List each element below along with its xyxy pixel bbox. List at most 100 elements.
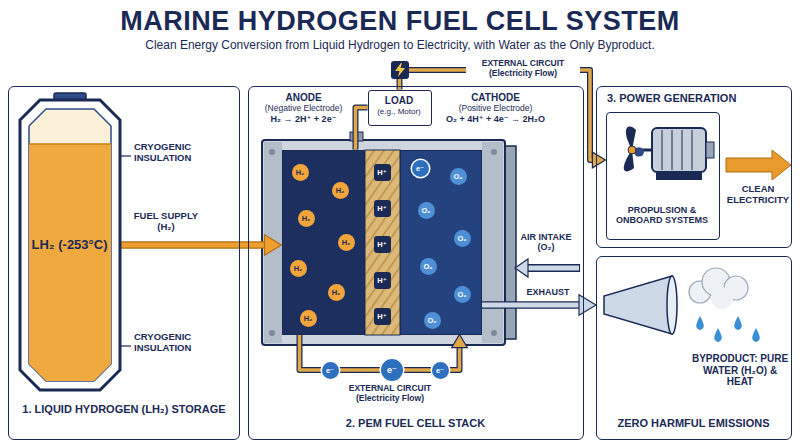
node-text: (Positive Electrode)	[459, 104, 533, 114]
node-text: O₂ + 4H⁺ + 4e⁻ → 2H₂O	[446, 114, 545, 124]
propulsion-illustration	[682, 130, 683, 170]
wire	[356, 108, 368, 150]
part-label: CRYOGENIC INSULATION	[134, 142, 214, 164]
water-drops	[714, 328, 722, 342]
cryogenic-leader	[121, 345, 131, 346]
node-text: ANODE	[285, 92, 321, 104]
air-intake-arrow	[515, 259, 528, 277]
node-text: LOAD	[385, 95, 413, 107]
wire	[120, 243, 266, 248]
proton: H⁺	[374, 164, 391, 181]
node-text: H₂ → 2H⁺ + 2e⁻	[271, 114, 337, 124]
air-intake-arrow	[526, 266, 579, 271]
load-box: LOAD(e.g., Motor)	[368, 90, 432, 126]
proton: H⁺	[374, 236, 391, 253]
propulsion-illustration	[656, 172, 702, 180]
text-group: BYPRODUCT: PURE WATER (H₂O) & HEAT	[691, 353, 789, 389]
oxygen-molecule: O₂	[418, 202, 435, 219]
part-label: CLEAN ELECTRICITY	[722, 184, 794, 206]
tank-shell	[20, 100, 120, 390]
node-text: 2. PEM FUEL CELL STACK	[346, 417, 485, 430]
oxygen-molecule: O₂	[454, 286, 471, 303]
fuel-cell-stack	[262, 140, 505, 345]
proton: H⁺	[374, 200, 391, 217]
propulsion-illustration	[706, 142, 714, 158]
wire-outline	[356, 108, 368, 150]
exhaust-nozzle	[604, 276, 677, 334]
connector-label: EXTERNAL CIRCUIT (Electricity Flow)	[328, 384, 452, 404]
cryogenic-leader	[121, 155, 131, 156]
steam-cloud	[689, 268, 748, 309]
fuel-cell-stack	[491, 149, 497, 155]
connector	[356, 108, 368, 150]
connector-label-group: FUEL SUPPLY (H₂)	[126, 211, 206, 233]
text-group: CATHODE(Positive Electrode)O₂ + 4H⁺ + 4e…	[432, 92, 560, 125]
proton: H⁺	[374, 308, 391, 325]
connector	[120, 235, 282, 255]
fuel-cell-stack	[262, 132, 516, 345]
node-text: CATHODE	[471, 92, 520, 104]
fuel-cell-stack	[264, 142, 282, 343]
arrowhead	[265, 235, 282, 255]
hydrogen-molecule: H₂	[298, 210, 315, 227]
hydrogen-tank: LH₂ (-253°C)	[20, 100, 120, 390]
part-label: AIR INTAKE (O₂)	[514, 232, 578, 253]
steam-cloud	[711, 287, 733, 309]
exhaust-nozzle	[604, 276, 672, 334]
wire	[482, 303, 581, 308]
text-group: 3. POWER GENERATION	[607, 92, 787, 106]
hydrogen-molecule: H₂	[338, 234, 355, 251]
label-group: AIR INTAKE (O₂)	[514, 232, 578, 253]
water-drops	[752, 328, 760, 342]
oxygen-molecule: O₂	[424, 312, 441, 329]
text-group: PROPULSION & ONBOARD SYSTEMS	[611, 205, 714, 226]
oxygen-molecule: O₂	[454, 230, 471, 247]
exhaust-nozzle	[667, 276, 677, 334]
label-group: CRYOGENIC INSULATION	[134, 332, 214, 354]
hydrogen-molecule: H₂	[292, 164, 309, 181]
node-text: ZERO HARMFUL EMISSIONS	[618, 417, 770, 430]
label-group: CRYOGENIC INSULATION	[134, 142, 214, 164]
title: MARINE HYDROGEN FUEL CELL SYSTEM	[120, 6, 680, 37]
connector-label: FUEL SUPPLY (H₂)	[126, 211, 206, 233]
wire-outline	[120, 241, 266, 249]
cryogenic-leader	[121, 156, 131, 346]
propulsion-illustration	[624, 127, 714, 180]
connector-label-group: EXTERNAL CIRCUIT (Electricity Flow)	[466, 59, 580, 79]
connector-label: EXHAUST	[523, 287, 572, 297]
hydrogen-molecule: H₂	[328, 284, 345, 301]
wire-outline	[482, 301, 581, 309]
label-group: CLEAN ELECTRICITY	[722, 184, 794, 206]
propulsion-illustration	[662, 130, 663, 170]
air-intake-arrow	[515, 259, 580, 277]
text-group: 1. LIQUID HYDROGEN (LH₂) STORAGE	[19, 403, 229, 417]
part-label: CRYOGENIC INSULATION	[134, 332, 214, 354]
arrowhead	[452, 335, 468, 348]
liquid-surface	[29, 143, 111, 145]
text-group: LH₂ (-253°C)	[28, 238, 112, 254]
proton: H⁺	[374, 272, 391, 289]
caption-wrap: Clean Energy Conversion from Liquid Hydr…	[0, 39, 800, 53]
node-text: (e.g., Motor)	[377, 107, 421, 116]
clean-electricity-arrow	[726, 150, 791, 180]
caption: Clean Energy Conversion from Liquid Hydr…	[145, 39, 655, 53]
node-text: BYPRODUCT: PURE WATER (H₂O) & HEAT	[691, 353, 789, 388]
hydrogen-molecule: H₂	[300, 310, 317, 327]
tank-inner	[29, 109, 111, 381]
hydrogen-molecule: H₂	[290, 260, 307, 277]
fuel-cell-stack	[269, 149, 275, 155]
propulsion-box: PROPULSION & ONBOARD SYSTEMS	[606, 112, 720, 240]
electron: e⁻	[322, 362, 339, 379]
lightning-bolt	[395, 63, 405, 77]
storage-panel: 1. LIQUID HYDROGEN (LH₂) STORAGE LH₂ (-25…	[8, 86, 240, 440]
node-text: PROPULSION & ONBOARD SYSTEMS	[611, 205, 714, 226]
oxygen-molecule: O₂	[420, 258, 437, 275]
arrowhead	[592, 152, 605, 168]
connector-label-group: EXTERNAL CIRCUIT (Electricity Flow)	[328, 384, 452, 404]
water-drops	[696, 316, 760, 342]
air-intake-arrow	[526, 264, 580, 272]
power-panel: 3. POWER GENERATION PROPULSION & ONBOARD …	[596, 86, 792, 248]
text-group: 2. PEM FUEL CELL STACK	[249, 417, 582, 431]
icon-plate	[391, 61, 409, 79]
